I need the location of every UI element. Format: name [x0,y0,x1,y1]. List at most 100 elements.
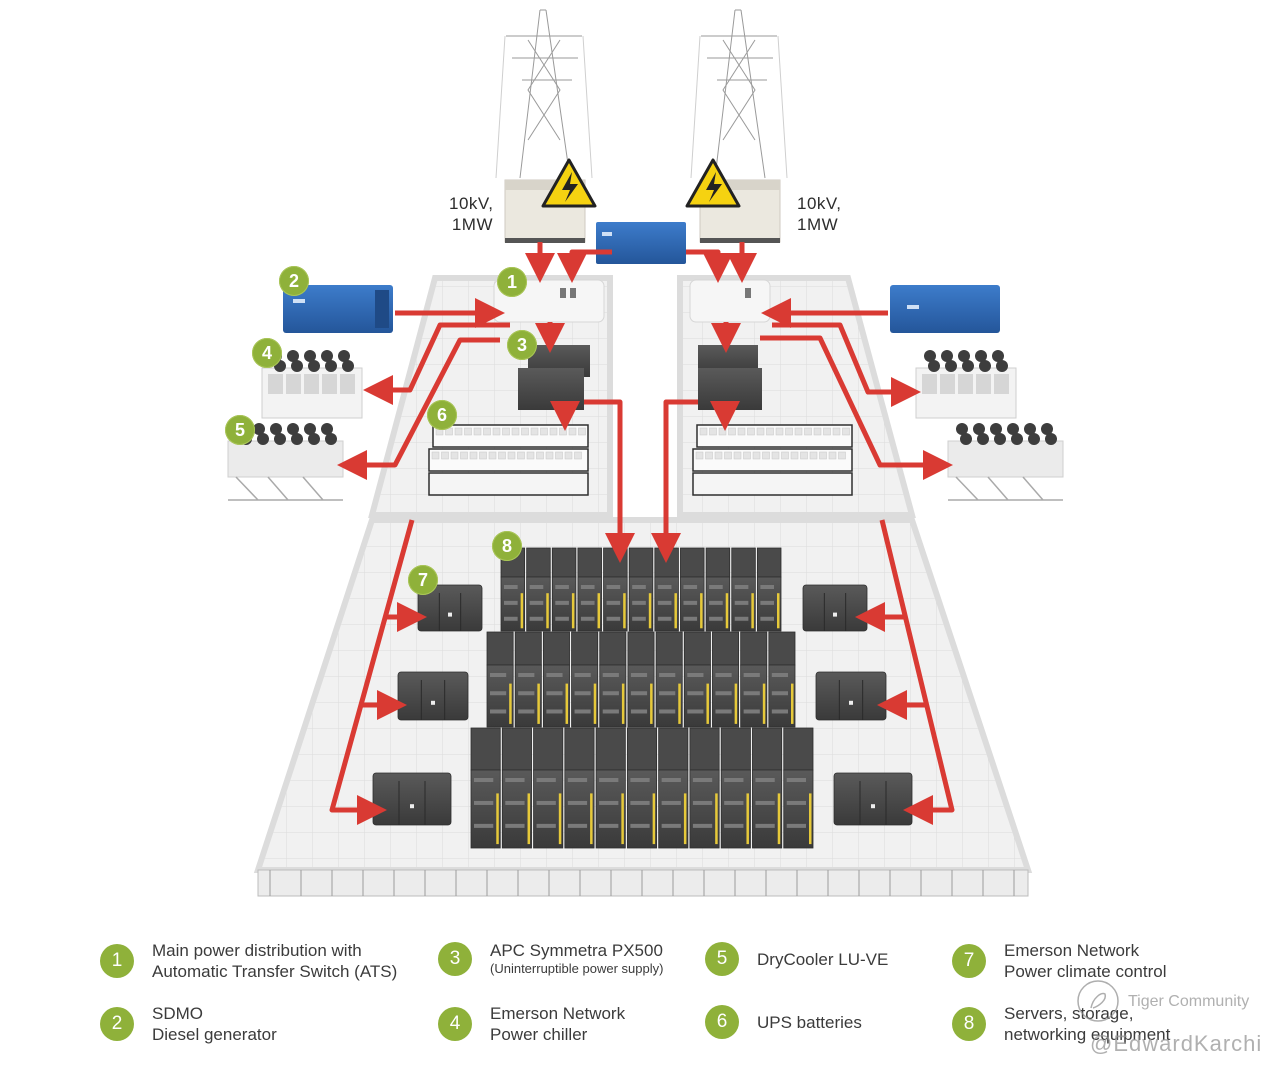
voltage-value: 10kV, [797,194,842,213]
callout-badge-8: 8 [492,531,522,561]
server-rack-top [501,727,532,771]
legend-item-5: 5 DryCooler LU-VE [705,942,888,976]
legend-subtitle: networking equipment [1004,1025,1171,1044]
callout-badge-2: 2 [279,266,309,296]
server-rack [658,769,689,849]
battery-shelf [692,472,853,496]
rack-accent-strip [678,683,681,724]
legend-title: Emerson Network [1004,941,1140,960]
legend-title: UPS batteries [757,1012,862,1032]
rack-accent-strip [706,683,709,724]
server-rack-top [470,727,501,771]
rack-accent-strip [621,793,624,845]
server-rack-top [654,547,679,578]
fan-icon [304,423,316,435]
rack-accent-strip [623,593,626,629]
legend-badge: 3 [438,941,472,976]
server-rack-top [571,631,599,666]
drycooler-body [227,440,344,478]
callout-badge-7: 7 [408,565,438,595]
legend-badge: 6 [705,1005,739,1039]
drycooler-right [947,423,1064,501]
legend-subtitle: Power chiller [490,1025,588,1044]
server-rack [689,769,720,849]
fan-icon [291,433,303,445]
callout-badge-6: 6 [427,400,457,430]
server-racks [470,547,814,849]
legend-item-8: 8 Servers, storage,networking equipment [952,1003,1170,1045]
rack-accent-strip [791,683,794,724]
server-rack [595,769,626,849]
chiller-right [915,350,1017,419]
rack-accent-strip [546,593,549,629]
ups-right [698,345,762,410]
fan-icon [924,350,936,362]
server-rack-top [705,547,731,578]
fan-icon [994,433,1006,445]
legend-badge: 2 [100,1007,134,1041]
server-rack [564,769,595,849]
diesel-generator-center [596,222,686,264]
rack-accent-strip [537,683,540,724]
legend-subtitle: Diesel generator [152,1025,277,1044]
server-rack-top [551,547,577,578]
legend-badge: 7 [952,944,986,978]
server-rack-top [658,727,689,771]
chiller-left [261,350,363,419]
fan-icon [270,423,282,435]
crac-unit [397,671,469,721]
rack-accent-strip [809,793,812,845]
legend-badge: 8 [952,1007,986,1041]
legend-badge: 1 [100,944,134,978]
legend-title: APC Symmetra PX500 [490,941,663,960]
callout-badge-3: 3 [507,330,537,360]
crac-unit [833,772,913,826]
legend-item-6: 6 UPS batteries [705,1005,862,1039]
rack-accent-strip [496,793,499,845]
fan-icon [304,350,316,362]
transmission-tower-right [690,9,788,179]
ups-batteries-right [692,424,853,496]
fan-icon [321,350,333,362]
warning-icon [685,158,741,208]
fan-icon [291,360,303,372]
fan-icon [1011,433,1023,445]
fan-icon [287,350,299,362]
server-rack-top [683,631,711,666]
rack-accent-strip [725,593,729,629]
legend-title: Main power distribution with [152,941,362,960]
rack-accent-strip [650,683,653,724]
rack-accent-strip [700,593,703,629]
server-rack-top [526,547,551,578]
legend-title: DryCooler LU-VE [757,949,889,969]
server-rack-top [740,631,768,666]
fan-icon [257,433,269,445]
legend-title: SDMO [152,1004,203,1023]
server-rack-top [603,547,628,578]
power-input-label-right: 10kV, 1MW [797,193,841,235]
server-rack-top [756,547,782,578]
fan-icon [990,423,1002,435]
server-rack [533,769,564,849]
callout-badge-1: 1 [497,267,527,297]
rack-accent-strip [683,793,687,845]
server-rack [720,769,751,849]
server-rack [783,769,814,849]
rack-accent-strip [509,683,512,724]
power-value: 1MW [451,215,493,234]
fan-icon [342,360,354,372]
fan-icon [958,350,970,362]
fan-icon [996,360,1008,372]
power-input-label-left: 10kV, 1MW [449,193,493,235]
transmission-tower-left [495,9,593,179]
legend-subtitle: Power climate control [1004,962,1167,981]
datacenter-diagram: 10kV, 1MW 10kV, 1MW 1 2 3 4 5 6 7 8 [225,9,1064,897]
fan-icon [941,350,953,362]
fan-icon [962,360,974,372]
warning-icon [541,158,597,208]
server-rack-top [564,727,595,771]
fan-icon [1041,423,1053,435]
